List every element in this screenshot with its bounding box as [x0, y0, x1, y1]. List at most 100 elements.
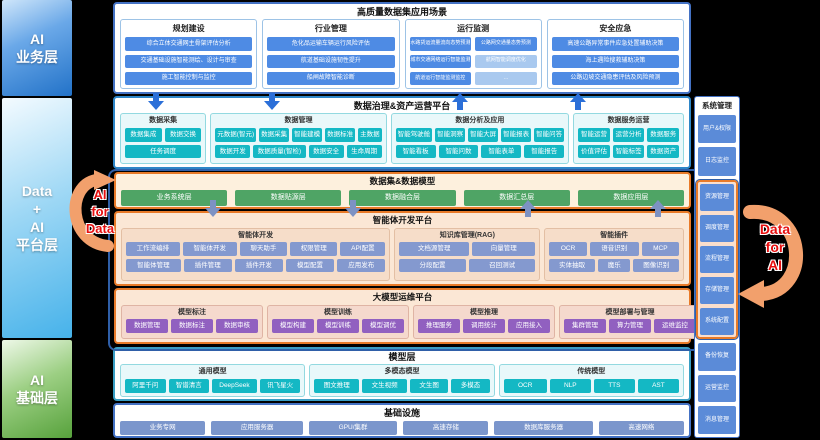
llmops-item: 运维监控 — [654, 319, 696, 333]
sysmgmt-item: 调度管理 — [700, 214, 734, 242]
sysmgmt-item: 消息管理 — [698, 406, 736, 435]
scenario-item: 公路边坡交通隐患评估及风险预测 — [551, 71, 679, 85]
scenario-col-industry: 行业管理 危化品运输车辆运行风险评估航道基础设施韧性提升船闸故障智能诊断 — [262, 19, 400, 89]
layer-label-line: 业务层 — [16, 49, 58, 65]
agent-item: 插件管理 — [183, 258, 232, 273]
agent-item: 工作流编排 — [126, 242, 180, 256]
llmops-item: 调用统计 — [463, 319, 505, 333]
governance-item: 智能报表 — [501, 128, 532, 142]
group-title: 数据服务运营 — [607, 117, 650, 125]
scenario-item: 危化品运输车辆运行风险评估 — [267, 37, 395, 51]
group-data-management: 数据管理 元数据(智元)数据采集智能建模数据标准主数据 数据开发数据质量(智检)… — [210, 113, 387, 164]
governance-item: 智能报告 — [524, 144, 565, 158]
sysmgmt-item: 备份恢复 — [698, 343, 736, 371]
flow-up-arrow-icon — [520, 200, 536, 217]
group-model-inference: 模型推理 推理服务调用统计应用接入 — [413, 304, 555, 339]
dataset-layer: 数据应用层 — [577, 189, 685, 206]
llmops-item: 数据管理 — [126, 319, 168, 333]
section-title: 数据治理&资产运营平台 — [353, 101, 451, 111]
data-for-ai-label: Data for AI — [759, 221, 791, 274]
group-title: 传统模型 — [577, 368, 606, 376]
layer-label-line: AI — [30, 371, 44, 388]
infra-item: GPU/集群 — [309, 421, 398, 435]
infra-item: 高速网络 — [598, 421, 684, 435]
layer-ai-foundation: AI 基础层 — [2, 340, 72, 438]
governance-item: 数据集成 — [125, 128, 162, 142]
model-item: 文生视频 — [362, 379, 407, 393]
section-title: 基础设施 — [383, 408, 420, 418]
governance-item: 主数据 — [358, 128, 382, 142]
agent-item: API配置 — [340, 242, 386, 256]
llmops-item: 模型构建 — [272, 319, 314, 333]
governance-item: 数据标准 — [325, 128, 356, 142]
agent-item: 聊天助手 — [239, 242, 288, 256]
governance-item: 数据安全 — [308, 144, 344, 158]
scenario-columns: 规划建设 综合立体交通网主骨架评估分析交通基础设施智能测绘、设计与审查施工智能控… — [120, 19, 684, 89]
group-model-deployment: 模型部署与管理 集群管理算力管理运维监控 — [559, 304, 701, 339]
llmops-groups: 模型标注 数据管理数据标注数据审核 模型训练 模型构建模型训练模型调优 模型推理… — [121, 304, 701, 339]
agent-item: 召回测试 — [468, 258, 536, 273]
agent-item: 语音识别 — [589, 242, 639, 256]
agent-item: 文档源管理 — [399, 242, 470, 256]
governance-item: 数据资产 — [647, 144, 679, 158]
agent-item: MCP — [641, 242, 679, 256]
group-title: 多模态模型 — [384, 368, 420, 376]
governance-item: 智能大屏 — [468, 128, 499, 142]
scenario-item: 施工智能控制与监控 — [125, 71, 253, 85]
group-title: 数据分析及应用 — [455, 117, 505, 125]
llmops-item: 模型调优 — [362, 319, 404, 333]
flow-up-arrow-icon — [452, 93, 468, 110]
sysmgmt-item: 日志监控 — [698, 147, 736, 176]
governance-item: 数据交换 — [164, 128, 202, 142]
governance-item: 智能洞察 — [435, 128, 466, 142]
scenario-col-planning: 规划建设 综合立体交通网主骨架评估分析交通基础设施智能测绘、设计与审查施工智能控… — [120, 19, 258, 89]
ai-for-data-label: AI for Data — [85, 187, 115, 236]
sysmgmt-item: 系统配置 — [700, 307, 734, 336]
governance-item: 智能驾驶舱 — [395, 128, 433, 142]
model-item: AST — [637, 379, 680, 393]
infra-item: 应用服务器 — [211, 421, 304, 435]
column-title: 安全应急 — [599, 24, 632, 34]
governance-item: 智能标签 — [612, 144, 645, 158]
model-item: OCR — [503, 379, 547, 393]
section-title: 智能体开发平台 — [372, 215, 433, 225]
sysmgmt-item: 运营监控 — [698, 374, 736, 403]
flow-down-arrow-icon — [148, 93, 164, 110]
layer-label-line: Data — [21, 182, 53, 199]
section-title: 高质量数据集应用场景 — [356, 7, 447, 17]
group-title: 模型标注 — [178, 308, 206, 316]
agent-item: OCR — [549, 242, 587, 256]
group-title: 数据采集 — [149, 117, 178, 125]
flow-down-arrow-icon — [264, 93, 280, 110]
scenario-item: 船闸故障智能诊断 — [267, 71, 395, 85]
scenario-item: 城市交通网络运行智能监测 — [409, 54, 472, 68]
model-item: NLP — [549, 379, 591, 393]
scenario-item: 公路网交通量态势预测 — [475, 37, 537, 51]
agent-item: 智能体开发 — [182, 242, 237, 256]
model-item: 讯飞星火 — [259, 379, 301, 393]
group-knowledge-rag: 知识库管理(RAG) 文档源管理向量管理 分段配置召回测试 — [394, 227, 541, 281]
section-title: 大模型运维平台 — [372, 292, 433, 302]
group-title: 知识库管理(RAG) — [439, 231, 495, 239]
governance-item: 价值评估 — [578, 144, 610, 158]
sysmgmt-item: 资源管理 — [700, 183, 734, 211]
llmops-item: 算力管理 — [609, 319, 651, 333]
scenario-item: 水路货运流量流向态势预测 — [409, 37, 472, 51]
agent-item: 图像识别 — [633, 258, 680, 273]
scenario-item: 航道运行智能监测监控 — [409, 71, 472, 85]
dataset-layer: 数据贴源层 — [235, 189, 342, 206]
model-item: TTS — [593, 379, 635, 393]
group-model-labeling: 模型标注 数据管理数据标注数据审核 — [121, 304, 263, 339]
column-title: 运行监测 — [457, 24, 490, 34]
model-item: DeepSeek — [212, 379, 257, 393]
sysmgmt-item: 流程管理 — [700, 245, 734, 273]
llmops-item: 应用接入 — [508, 319, 550, 333]
agent-item: 分段配置 — [399, 258, 466, 273]
